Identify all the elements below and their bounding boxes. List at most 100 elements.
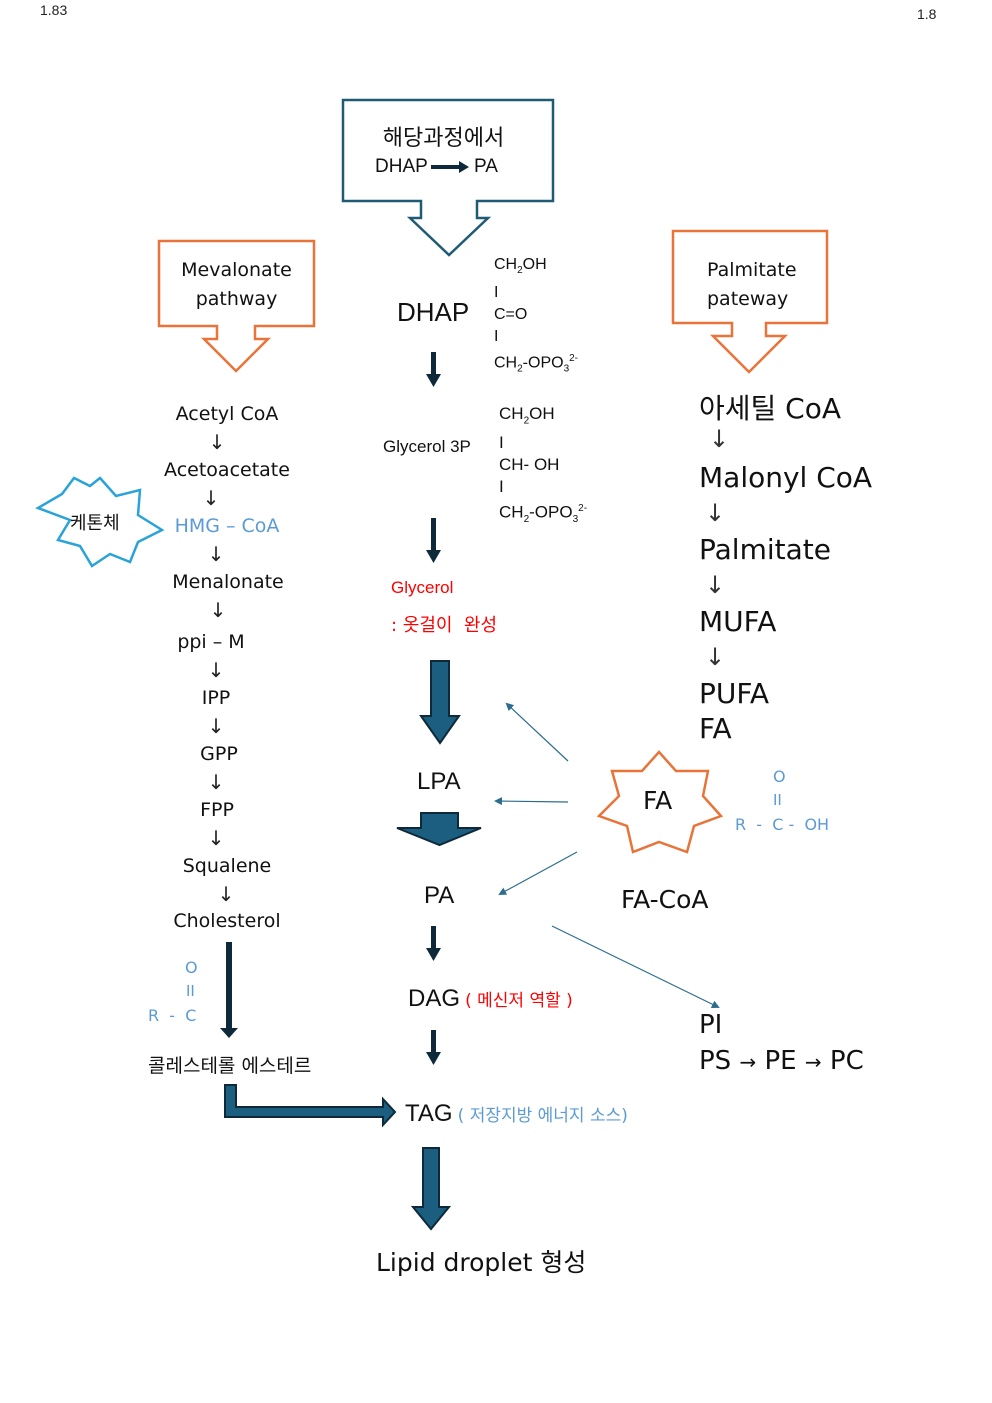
mevalonate-callout-shape [157, 239, 316, 373]
block-arrow-tag-to-droplet [410, 1147, 452, 1231]
mev-step-hmg-coa: HMG – CoA [174, 515, 280, 537]
dhap-formula: CH2OH I C=O I CH2-OPO32- [494, 254, 578, 381]
pc-label: PC [829, 1046, 864, 1076]
palm-step-acetyl-coa: 아세틸 CoA [699, 392, 842, 425]
arrow-dag-to-tag [426, 1030, 441, 1065]
right-arrow-icon [430, 160, 469, 173]
fa-coa-label: FA-CoA [621, 885, 709, 914]
pi-label: PI [699, 1010, 723, 1040]
carboxyl-o: O [773, 767, 786, 786]
glycerol3p-label: Glycerol 3P [383, 437, 471, 456]
palmitate-callout-line2: pateway [707, 288, 789, 310]
g3p-formula-line3: CH2-OPO32- [499, 503, 588, 526]
carboxyl-double-bond: II [773, 791, 782, 809]
down-arrow-icon: ↓ [208, 430, 226, 454]
tag-note: ( 저장지방 에너지 소스) [457, 1106, 628, 1126]
acyl-o: O [185, 958, 198, 977]
down-arrow-icon: ↓ [202, 486, 220, 510]
dag-row: DAG ( 메신저 역할 ) [408, 985, 573, 1013]
mev-step-ipp: IPP [201, 687, 231, 709]
top-callout-to: PA [474, 156, 498, 177]
tag-label: TAG [405, 1100, 453, 1127]
dhap-formula-line1: CH2OH [494, 256, 547, 277]
g3p-formula-bond2: I [499, 477, 504, 497]
pe-label: PE [764, 1046, 797, 1076]
fa-star-label: FA [643, 786, 673, 815]
thin-arrow-fa-to-lpa [494, 797, 569, 806]
mevalonate-callout-line2: pathway [195, 288, 278, 310]
down-arrow-icon: ↓ [705, 643, 726, 671]
l-arrow-ester-to-tag [224, 1084, 397, 1128]
top-callout-shape [341, 98, 555, 257]
palm-step-malonyl-coa: Malonyl CoA [699, 461, 873, 494]
right-arrow-icon: → [804, 1050, 822, 1074]
down-arrow-icon: ↓ [705, 499, 726, 527]
arrow-cholesterol-to-ester [220, 942, 238, 1038]
mev-step-menalonate: Menalonate [172, 571, 284, 593]
ketone-star-shape [35, 476, 165, 568]
lpa-label: LPA [417, 768, 461, 795]
page-number-right: 1.8 [917, 6, 937, 22]
mev-step-gpp: GPP [200, 743, 238, 765]
palmitate-callout-label: Palmitate pateway [707, 256, 797, 314]
fa-star-shape [596, 750, 724, 854]
tag-row: TAG ( 저장지방 에너지 소스) [405, 1100, 628, 1128]
glycerol3p-formula: CH2OH I CH- OH I CH2-OPO32- [499, 403, 587, 531]
ketone-star-label: 케톤체 [70, 513, 120, 534]
arrow-pa-to-dag [426, 926, 441, 961]
arrow-g3p-to-glycerol [426, 518, 441, 563]
mev-step-squalene: Squalene [182, 855, 272, 877]
acyl-rc: R - C [148, 1006, 197, 1025]
dhap-formula-line2: C=O [494, 306, 528, 324]
palm-step-palmitate: Palmitate [699, 533, 831, 566]
block-arrow-glycerol-to-lpa [419, 660, 461, 745]
down-arrow-icon: ↓ [207, 542, 225, 566]
dhap-formula-line3: CH2-OPO32- [494, 353, 579, 375]
carboxyl-formula: R - C - OH [735, 815, 830, 834]
top-callout-title: 해당과정에서 [382, 126, 505, 151]
down-arrow-icon: ↓ [709, 425, 730, 453]
dag-label: DAG [408, 985, 461, 1012]
down-arrow-icon: ↓ [207, 826, 225, 850]
down-arrow-icon: ↓ [207, 714, 225, 738]
phospholipid-chain: PS → PE → PC [699, 1046, 864, 1076]
mev-step-ppi-m: ppi – M [177, 631, 245, 653]
page-number-left: 1.83 [40, 2, 68, 18]
down-arrow-icon: ↓ [207, 770, 225, 794]
pa-label: PA [424, 882, 455, 909]
dhap-formula-bond1: I [494, 284, 499, 302]
g3p-formula-bond1: I [499, 433, 504, 453]
thin-arrow-pa-to-pi [551, 925, 720, 1008]
top-callout-from: DHAP [375, 156, 428, 177]
right-arrow-icon: → [739, 1050, 757, 1074]
glycerol-label: Glycerol [391, 578, 454, 597]
mev-step-cholesterol: Cholesterol [173, 910, 281, 932]
palm-step-fa: FA [699, 712, 732, 745]
ps-label: PS [699, 1046, 732, 1076]
mev-step-acetoacetate: Acetoacetate [164, 459, 290, 481]
dhap-label: DHAP [397, 297, 470, 327]
acyl-double-bond: II [186, 982, 195, 1000]
mev-step-fpp: FPP [200, 799, 234, 821]
down-arrow-icon: ↓ [207, 658, 225, 682]
g3p-formula-line2: CH- OH [499, 455, 560, 475]
mevalonate-callout-line1: Mevalonate [181, 259, 292, 281]
arrow-dhap-to-g3p [426, 352, 441, 387]
top-callout-equation: DHAP PA [375, 156, 498, 178]
cholesterol-ester-label: 콜레스테롤 에스테르 [148, 1055, 312, 1077]
lipid-droplet-label: Lipid droplet 형성 [376, 1248, 587, 1277]
palmitate-callout-line1: Palmitate [707, 259, 797, 281]
down-arrow-icon: ↓ [217, 882, 235, 906]
palmitate-callout-shape [671, 229, 829, 374]
dag-note: ( 메신저 역할 ) [465, 991, 573, 1011]
palm-step-pufa: PUFA [699, 677, 770, 710]
thin-arrow-fa-to-glycerol [505, 702, 569, 762]
down-arrow-icon: ↓ [209, 598, 227, 622]
palm-step-mufa: MUFA [699, 605, 777, 638]
down-arrow-icon: ↓ [705, 571, 726, 599]
glycerol-hanger-note: : 옷걸이 완성 [391, 615, 498, 636]
g3p-formula-line1: CH2OH [499, 404, 555, 427]
thin-arrow-fa-to-pa [498, 851, 578, 895]
dhap-formula-bond2: I [494, 328, 499, 346]
mev-step-acetyl-coa: Acetyl CoA [175, 403, 279, 425]
